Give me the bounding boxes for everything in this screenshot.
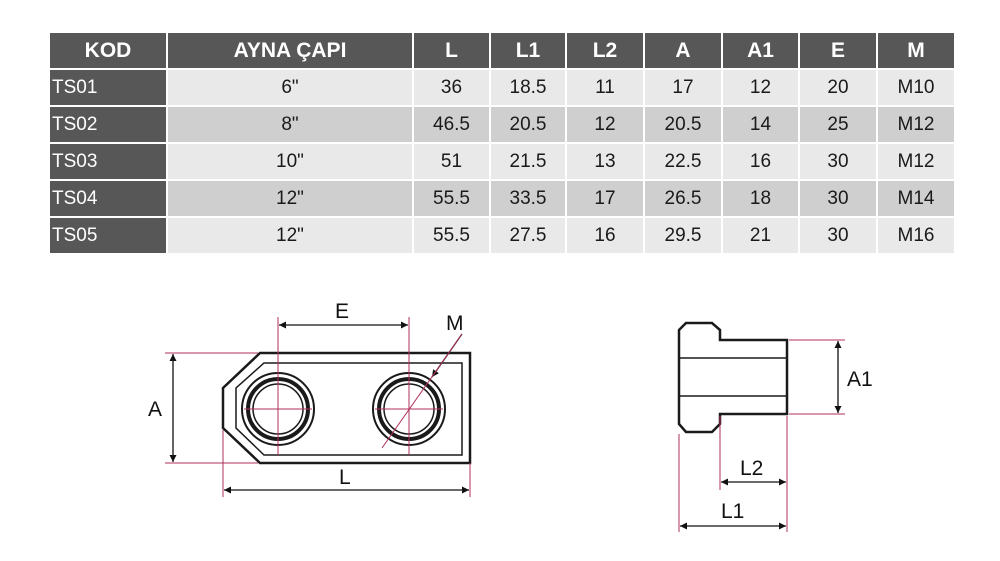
side-profile-outline <box>677 321 789 434</box>
table-row: TS02 8" 46.5 20.5 12 20.5 14 25 M12 <box>48 105 956 144</box>
cell-code: TS04 <box>48 179 168 218</box>
table-row: TS05 12" 55.5 27.5 16 29.5 21 30 M16 <box>48 216 956 255</box>
cell-l2: 16 <box>565 216 645 255</box>
cell-a: 22.5 <box>643 142 723 181</box>
t-nut-inner-chamfer <box>235 362 463 456</box>
cell-l2: 17 <box>565 179 645 218</box>
cell-l2: 12 <box>565 105 645 144</box>
cell-e: 30 <box>798 142 878 181</box>
m-leader-extension <box>381 333 463 449</box>
cell-a: 26.5 <box>643 179 723 218</box>
cell-l2: 13 <box>565 142 645 181</box>
spec-table: KOD AYNA ÇAPI L L1 L2 A A1 E M TS01 6" 3… <box>48 31 956 255</box>
cell-e: 20 <box>798 68 878 107</box>
cell-l1: 33.5 <box>489 179 567 218</box>
cell-l1: 20.5 <box>489 105 567 144</box>
cell-e: 30 <box>798 179 878 218</box>
table-header-row: KOD AYNA ÇAPI L L1 L2 A A1 E M <box>48 31 956 70</box>
label-l: L <box>339 466 351 489</box>
cell-l1: 27.5 <box>489 216 567 255</box>
header-kod: KOD <box>48 31 168 70</box>
table-row: TS03 10" 51 21.5 13 22.5 16 30 M12 <box>48 142 956 181</box>
cell-l1: 18.5 <box>489 68 567 107</box>
cell-e: 30 <box>798 216 878 255</box>
label-l1: L1 <box>721 500 744 523</box>
cell-l: 36 <box>412 68 491 107</box>
table-row: TS01 6" 36 18.5 11 17 12 20 M10 <box>48 68 956 107</box>
cell-m: M12 <box>876 142 956 181</box>
cell-a: 20.5 <box>643 105 723 144</box>
header-a: A <box>643 31 723 70</box>
header-a1: A1 <box>721 31 800 70</box>
cell-m: M14 <box>876 179 956 218</box>
cell-a1: 18 <box>721 179 800 218</box>
cell-a1: 12 <box>721 68 800 107</box>
cell-a1: 14 <box>721 105 800 144</box>
cell-code: TS02 <box>48 105 168 144</box>
cell-m: M10 <box>876 68 956 107</box>
cell-code: TS03 <box>48 142 168 181</box>
cell-a: 29.5 <box>643 216 723 255</box>
cell-code: TS05 <box>48 216 168 255</box>
cell-l: 55.5 <box>412 216 491 255</box>
t-nut-body-outline <box>221 351 472 465</box>
cell-chuck-diameter: 12" <box>166 216 414 255</box>
cell-l1: 21.5 <box>489 142 567 181</box>
front-view: E M A L <box>148 300 472 497</box>
cell-chuck-diameter: 12" <box>166 179 414 218</box>
side-view: A1 L2 L1 <box>677 321 873 532</box>
cell-l: 51 <box>412 142 491 181</box>
header-ayna-capi: AYNA ÇAPI <box>166 31 414 70</box>
cell-chuck-diameter: 8" <box>166 105 414 144</box>
cell-l: 46.5 <box>412 105 491 144</box>
cell-chuck-diameter: 6" <box>166 68 414 107</box>
table-row: TS04 12" 55.5 33.5 17 26.5 18 30 M14 <box>48 179 956 218</box>
label-a1: A1 <box>847 368 873 391</box>
cell-a1: 21 <box>721 216 800 255</box>
cell-e: 25 <box>798 105 878 144</box>
label-a: A <box>148 398 162 421</box>
cell-l2: 11 <box>565 68 645 107</box>
cell-l: 55.5 <box>412 179 491 218</box>
cell-chuck-diameter: 10" <box>166 142 414 181</box>
header-e: E <box>798 31 878 70</box>
cell-m: M16 <box>876 216 956 255</box>
cell-a1: 16 <box>721 142 800 181</box>
cell-code: TS01 <box>48 68 168 107</box>
header-m: M <box>876 31 956 70</box>
label-m: M <box>446 312 464 335</box>
label-e: E <box>335 300 349 323</box>
header-l: L <box>412 31 491 70</box>
label-l2: L2 <box>740 457 763 480</box>
cell-a: 17 <box>643 68 723 107</box>
header-l2: L2 <box>565 31 645 70</box>
header-l1: L1 <box>489 31 567 70</box>
cell-m: M12 <box>876 105 956 144</box>
